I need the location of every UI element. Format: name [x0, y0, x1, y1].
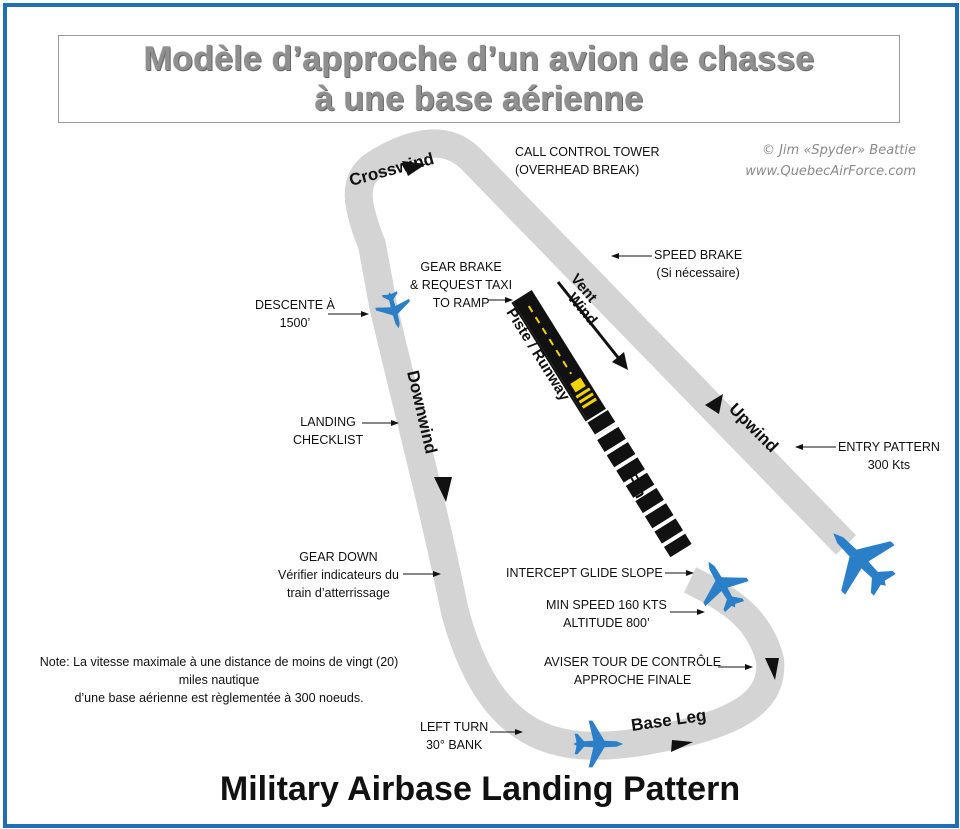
page-subtitle: à une base aérienne	[314, 80, 644, 118]
callout-intercept-glide-slope: INTERCEPT GLIDE SLOPE	[506, 566, 663, 580]
callout-aviser-tour: AVISER TOUR DE CONTRÔLE APPROCHE FINALE	[544, 655, 722, 687]
credit-author: © Jim «Spyder» Beattie	[761, 143, 916, 158]
footer-title: Military Airbase Landing Pattern	[219, 770, 741, 808]
landing-pattern-track	[344, 129, 857, 760]
callout-gear-down: GEAR DOWN Vérifier indicateurs du train …	[278, 550, 399, 600]
callout-call-tower: CALL CONTROL TOWER (OVERHEAD BREAK)	[515, 145, 660, 177]
credit: © Jim «Spyder» Beattie www.QuebecAirForc…	[745, 140, 916, 182]
callout-left-turn: LEFT TURN 30° BANK	[420, 720, 489, 752]
callout-min-speed: MIN SPEED 160 KTS ALTITUDE 800’	[546, 598, 667, 630]
direction-arrow-icon	[671, 740, 693, 752]
runway	[511, 290, 692, 558]
page-title: Modèle d’approche d’un avion de chasse	[143, 40, 815, 78]
fighter-jet-icon	[573, 720, 624, 768]
direction-arrow-icon	[765, 658, 779, 680]
callout-entry-pattern: ENTRY PATTERN 300 Kts	[838, 440, 940, 472]
callout-gear-brake: GEAR BRAKE & REQUEST TAXI TO RAMP	[410, 260, 513, 310]
direction-arrow-icon	[402, 161, 426, 176]
callout-landing-checklist: LANDING CHECKLIST	[293, 415, 364, 447]
credit-website: www.QuebecAirForce.com	[745, 164, 916, 179]
diagram-frame	[3, 3, 959, 828]
callout-speed-brake: SPEED BRAKE (Si nécessaire)	[654, 248, 743, 280]
speed-note: Note: La vitesse maximale à une distance…	[39, 655, 399, 705]
direction-arrow-icon	[434, 477, 452, 502]
direction-arrow-icon	[705, 394, 723, 414]
title-box: Modèle d’approche d’un avion de chasse à…	[58, 35, 900, 123]
wind-arrow-icon	[556, 281, 628, 370]
callout-descente: DESCENTE À 1500’	[255, 298, 335, 330]
callout-pointers	[328, 253, 836, 735]
